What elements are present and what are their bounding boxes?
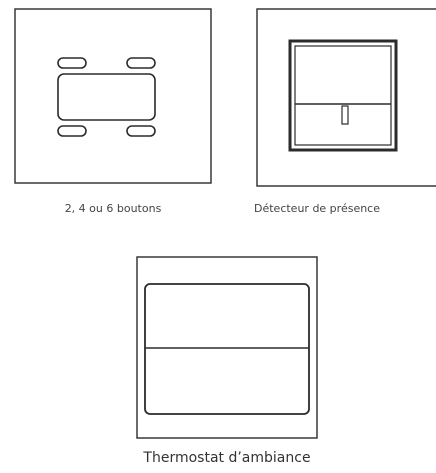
- button-switch-caption: 2, 4 ou 6 boutons: [64, 202, 162, 215]
- presence-detector-inner-face: [294, 45, 392, 146]
- thermostat-caption: Thermostat d’ambiance: [143, 450, 311, 466]
- presence-detector-outer-frame: [256, 8, 436, 187]
- button-switch-illustration: [14, 8, 212, 184]
- presence-detector-sensor-slot: [341, 105, 349, 125]
- button-switch-panel: [14, 8, 212, 184]
- button-switch-outer-frame: [14, 8, 212, 184]
- button-switch-top-left-key: [57, 57, 87, 69]
- presence-detector-panel: [256, 8, 436, 187]
- thermostat-screen: [144, 283, 310, 415]
- button-switch-top-right-key: [126, 57, 156, 69]
- button-switch-bottom-left-key: [57, 125, 87, 137]
- button-switch-center-key: [57, 73, 156, 121]
- thermostat-panel: [136, 256, 318, 439]
- presence-detector-housing: [288, 39, 398, 152]
- thermostat-illustration: [136, 256, 318, 439]
- presence-detector-illustration: [256, 8, 436, 187]
- presence-detector-caption: Détecteur de présence: [254, 202, 381, 215]
- thermostat-outer-frame: [136, 256, 318, 439]
- button-switch-bottom-right-key: [126, 125, 156, 137]
